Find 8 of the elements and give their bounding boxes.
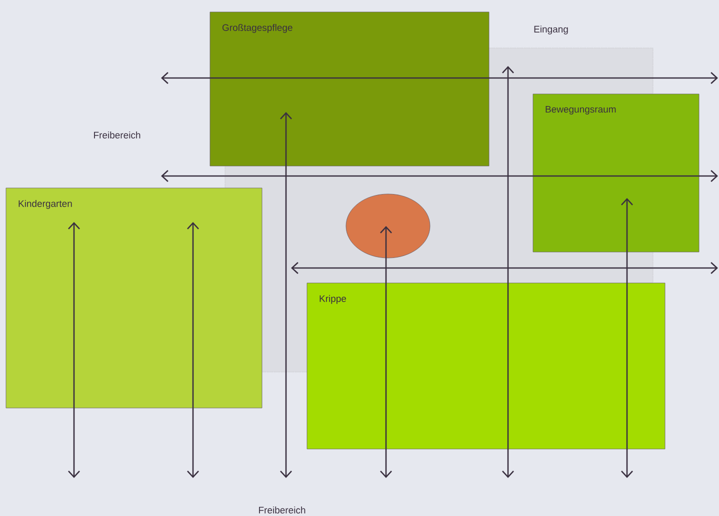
area-label: Freibereich: [259, 506, 306, 514]
room-box: Krippe: [306, 282, 666, 450]
area-label: Freibereich: [94, 132, 140, 138]
room-box: Bewegungsraum: [532, 94, 700, 252]
room-box: Großtagespflege: [210, 12, 490, 166]
room-box: Kindergarten: [6, 188, 262, 408]
area-label: Eingang: [534, 26, 568, 34]
ellipse-shape: [346, 194, 430, 258]
